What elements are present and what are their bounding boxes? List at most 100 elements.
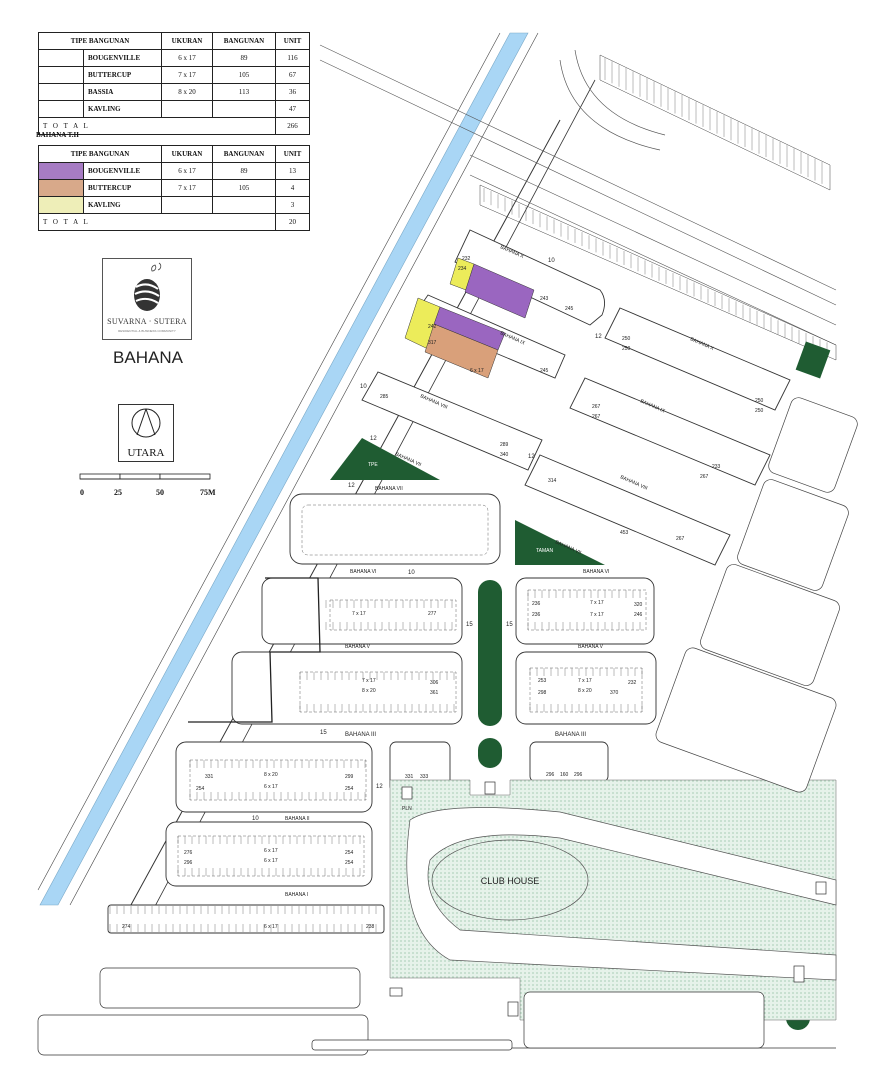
lot-dimension: 7 x 17 (590, 612, 604, 618)
setback-line (177, 835, 365, 877)
boundary-line (188, 577, 321, 723)
lot-number: 299 (345, 774, 354, 780)
block-bahana-iii-right (529, 741, 609, 783)
gate-post (484, 781, 496, 795)
row-unit: 3 (275, 196, 310, 214)
lot-number: 250 (755, 408, 764, 414)
lot-number: 254 (345, 786, 354, 792)
block-bahana-vi-right (515, 577, 655, 645)
street-label: BAHANA III (555, 732, 586, 738)
header-bangunan: BANGUNAN (211, 145, 277, 163)
setback-line (299, 671, 457, 713)
block-bahana-vii (289, 493, 501, 565)
street-label: BAHANA VII (375, 486, 403, 492)
canal (39, 32, 529, 906)
lot-dimension: 7 x 17 (352, 611, 366, 617)
legend-row: KAVLING 3 (38, 196, 310, 214)
lot-number: 160 (560, 772, 569, 778)
developer-logo: SUVARNA · SUTERA RESIDENTIAL & BUSINESS … (102, 258, 192, 340)
lot-number: 232 (628, 680, 637, 686)
block-bahana-x-right (604, 307, 791, 411)
lot-number: 245 (565, 306, 574, 312)
street-label: BAHANA V (345, 644, 371, 650)
street-label: BAHANA I (285, 892, 308, 898)
scale-label: 25 (114, 488, 122, 497)
swatch-yellow (38, 196, 84, 214)
taman-label: TAMAN (536, 548, 554, 554)
setback-line (329, 599, 457, 631)
road-width: 15 (506, 622, 513, 628)
swatch-tan (38, 179, 84, 197)
lot-number: 250 (622, 346, 631, 352)
green-tpe (330, 438, 440, 480)
lot-number: 250 (755, 398, 764, 404)
header-unit: UNIT (275, 145, 310, 163)
lot-dimension: 8 x 20 (264, 772, 278, 778)
lot-number: 250 (622, 336, 631, 342)
block-bahana-viii (361, 371, 543, 471)
lot-dimension: 7 x 17 (590, 600, 604, 606)
top-road (319, 59, 837, 306)
club-house-road (406, 807, 837, 981)
top-road (319, 44, 837, 291)
lot-dimension: 7 x 17 (578, 678, 592, 684)
scale-label: 75M (200, 488, 216, 497)
legend-header-row: TIPE BANGUNAN UKURAN BANGUNAN UNIT (37, 32, 310, 50)
lot-number: 267 (676, 536, 685, 542)
lot-number: 232 (462, 256, 471, 262)
scale-label: 50 (156, 488, 164, 497)
gate-post (389, 987, 403, 997)
bottom-block (311, 1039, 513, 1051)
right-block (737, 479, 849, 591)
total-value: 266 (275, 117, 310, 135)
lot-number: 277 (428, 611, 437, 617)
lot-number: 236 (532, 601, 541, 607)
road-width: 12 (348, 483, 355, 489)
setback-line (527, 589, 647, 631)
logo-tagline: RESIDENTIAL & BUSINESS COMMUNITY (118, 329, 176, 333)
road-width: 12 (370, 436, 377, 442)
lot-number: 274 (122, 924, 131, 930)
top-lot-ticks (483, 58, 828, 357)
right-block (768, 397, 858, 493)
gate-post (793, 965, 805, 983)
top-road (469, 154, 837, 326)
north-arrow: UTARA (118, 404, 174, 462)
canal-bank (37, 32, 501, 891)
street-label: BAHANA VI (350, 569, 376, 575)
bottom-block (523, 991, 765, 1049)
legend-row: BOUGENVILLE 6 x 17 89 116 (38, 49, 310, 67)
legend-row: BOUGENVILLE 6 x 17 89 13 (38, 162, 310, 180)
club-house-building (431, 839, 589, 921)
curved-road (559, 59, 661, 151)
block-bahana-ix-right (569, 377, 771, 486)
total-label: T O T A L (37, 213, 277, 231)
table2-caption: BAHANA T.II (36, 131, 79, 139)
legend-table-phase2: TIPE BANGUNAN UKURAN BANGUNAN UNIT BOUGE… (37, 145, 310, 231)
street-label: BAHANA II (285, 816, 309, 822)
top-road (469, 174, 837, 346)
legend-row: KAVLING 47 (38, 100, 310, 118)
lot-dimension: 6 x 17 (264, 924, 278, 930)
phase2-lots (404, 257, 535, 379)
lot-number: 296 (184, 860, 193, 866)
lot-number: 267 (592, 404, 601, 410)
block-bahana-ii (165, 821, 373, 887)
road-width: 15 (320, 730, 327, 736)
lot-number: 267 (700, 474, 709, 480)
total-value: 20 (275, 213, 310, 231)
lot-number: 340 (500, 452, 509, 458)
road-width: 12 (595, 334, 602, 340)
gate-post (815, 881, 827, 895)
bottom-block (37, 1014, 369, 1056)
lot-dimension: 6 x 17 (264, 848, 278, 854)
pln-box (401, 786, 413, 800)
scale-bar (79, 473, 211, 480)
legend-table-total: TIPE BANGUNAN UKURAN BANGUNAN UNIT BOUGE… (37, 32, 310, 135)
lot-number: 253 (538, 678, 547, 684)
lot-number: 314 (548, 478, 557, 484)
street-label: BAHANA V (578, 644, 604, 650)
legend-total-row: T O T A L 266 (37, 117, 310, 135)
leaf-swirl-icon (134, 262, 162, 311)
lot-number: 254 (196, 786, 205, 792)
